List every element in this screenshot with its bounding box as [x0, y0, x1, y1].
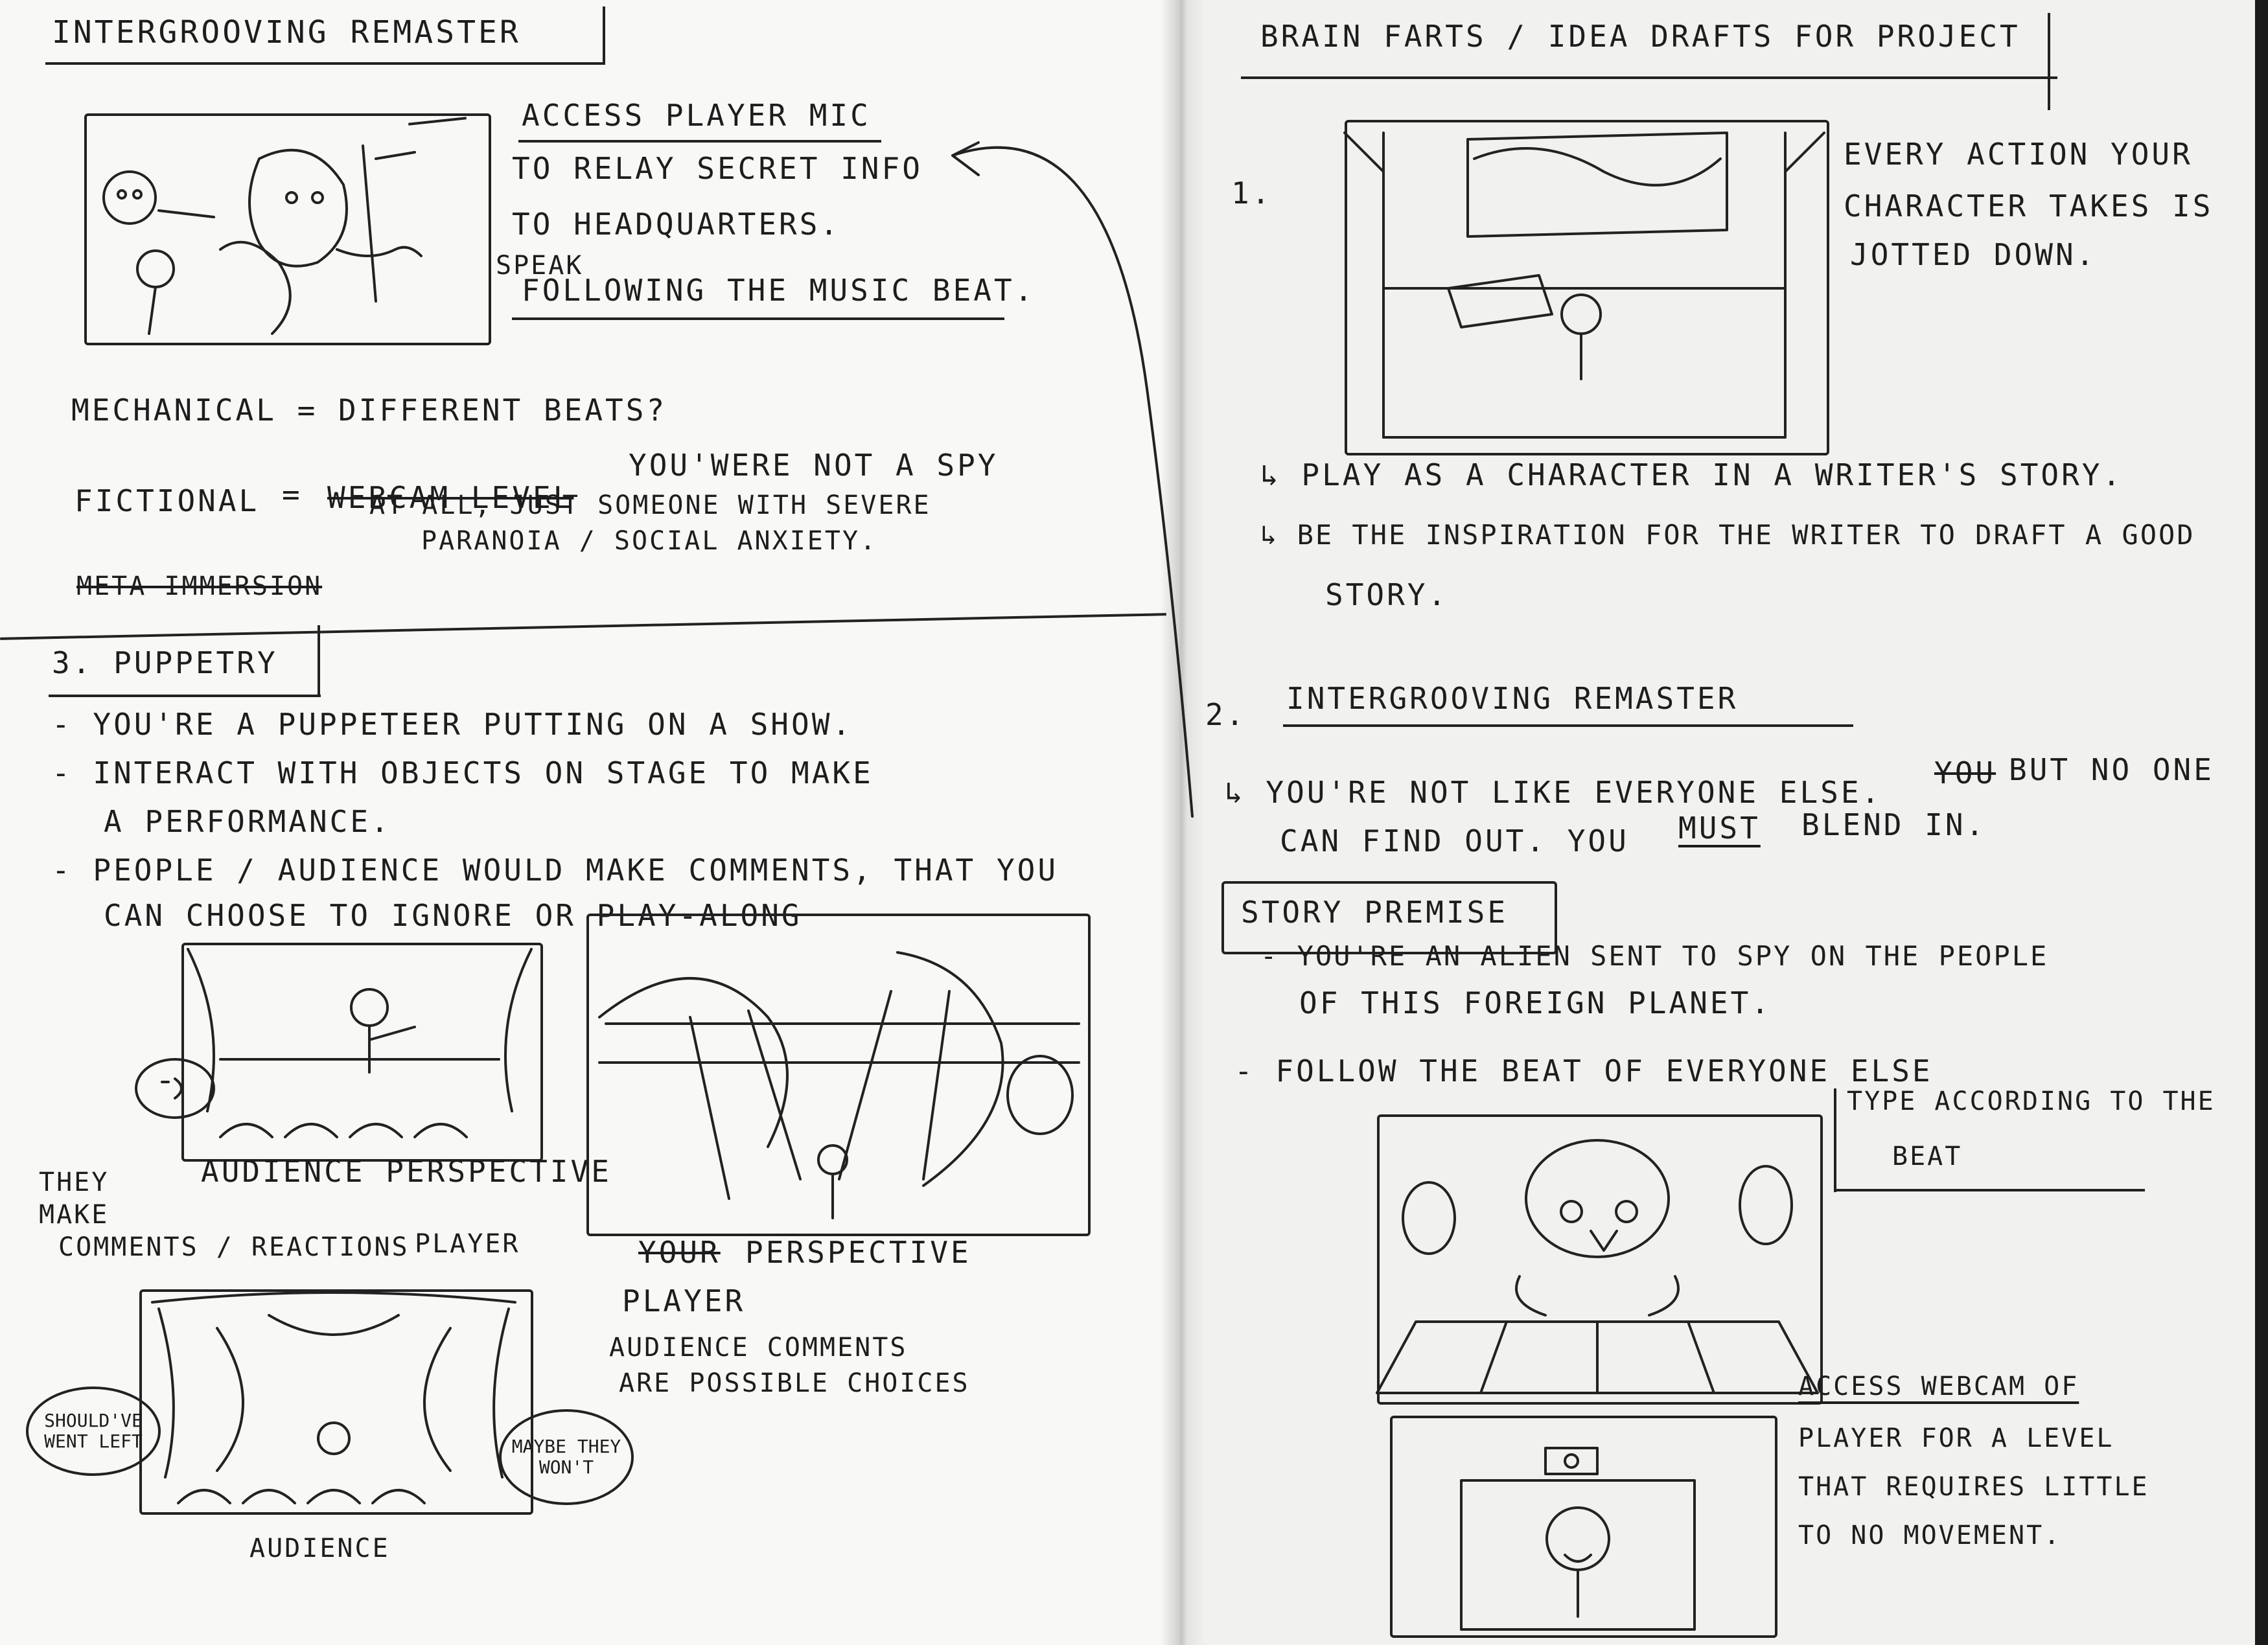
be-inspiration: ↳ BE THE INSPIRATION FOR THE WRITER TO D… [1260, 519, 2195, 551]
puppetry-title: 3. PUPPETRY [52, 645, 278, 680]
type-according-bracket [1834, 1088, 1836, 1192]
they-make-label-2: MAKE [39, 1200, 110, 1230]
spy-character-sketch [102, 144, 422, 335]
mic-note-line-4-underline [512, 317, 1004, 320]
audience-bubble-left-text: SHOULD'VE WENT LEFT [44, 1409, 143, 1452]
alien-line-1: - YOU'RE AN ALIEN SENT TO SPY ON THE PEO… [1260, 940, 2049, 972]
audience-perspective-label: AUDIENCE PERSPECTIVE [201, 1154, 612, 1189]
not-like-line-2a: CAN FIND OUT. YOU [1280, 823, 1629, 858]
every-action-line-2: CHARACTER TAKES IS [1844, 189, 2214, 224]
not-like-line-1b: BUT NO ONE [2009, 752, 2214, 787]
fictional-text-3: PARANOIA / SOCIAL ANXIETY. [421, 526, 878, 556]
every-action-line-1: EVERY ACTION YOUR [1844, 137, 2193, 172]
webcam-line-2: PLAYER FOR A LEVEL [1798, 1423, 2114, 1453]
player-label: PLAYER [415, 1229, 520, 1259]
audience-label: AUDIENCE [249, 1534, 390, 1563]
puppetry-title-box-right [318, 625, 320, 696]
mechanical-note: MECHANICAL = DIFFERENT BEATS? [71, 393, 667, 428]
type-according-line-1: TYPE ACCORDING TO THE [1847, 1087, 2216, 1116]
webcam-character-sketch [1460, 1447, 1696, 1631]
audience-bubble-left: SHOULD'VE WENT LEFT [26, 1386, 161, 1476]
mic-note-speak: SPEAK [496, 251, 584, 281]
not-like-struck: YOU [1934, 755, 1996, 790]
mic-note-line-1: ACCESS PLAYER MIC [522, 98, 871, 133]
left-notebook-page [0, 0, 1179, 1645]
player-perspective-sketch [586, 914, 1091, 1236]
connecting-arrow [951, 141, 1194, 818]
every-action-line-3: JOTTED DOWN. [1850, 237, 2097, 272]
webcam-line-3: THAT REQUIRES LITTLE [1798, 1472, 2149, 1502]
alien-line-2: OF THIS FOREIGN PLANET. [1299, 985, 1772, 1020]
webcam-sketch [1390, 1416, 1777, 1638]
they-make-label: THEY [39, 1168, 110, 1197]
left-page-title: INTERGROOVING REMASTER [52, 14, 521, 51]
your-struck-text: YOUR [638, 1235, 721, 1270]
idea-2-number: 2. [1205, 697, 1247, 732]
audience-bubble-right-text: MAYBE THEY WON'T [511, 1435, 621, 1478]
alien-character-sketch [1376, 1139, 1819, 1394]
right-page-title: BRAIN FARTS / IDEA DRAFTS FOR PROJECT [1260, 19, 2020, 54]
intergrooving-underline [1283, 724, 1853, 727]
not-like-must: MUST [1678, 811, 1761, 846]
puppetry-bullet-2b: A PERFORMANCE. [104, 804, 391, 839]
story-word: STORY. [1325, 577, 1449, 612]
type-according-line-2: BEAT [1892, 1142, 1963, 1171]
follow-beat: - FOLLOW THE BEAT OF EVERYONE ELSE [1234, 1053, 1933, 1088]
puppetry-bullet-2: - INTERACT WITH OBJECTS ON STAGE TO MAKE [52, 755, 874, 790]
perspective-label: PERSPECTIVE [745, 1235, 971, 1270]
mic-note-line-3: TO HEADQUARTERS. [512, 207, 841, 242]
right-title-divider [2048, 13, 2050, 110]
fictional-text-1: YOU'WERE NOT A SPY [629, 448, 999, 483]
writer-story-sketch [1345, 120, 1829, 455]
fictional-struck-text: WEBCAM LEVEL [327, 480, 574, 515]
audience-face-sketch [135, 1058, 215, 1119]
type-according-bracket-bottom [1834, 1189, 2145, 1191]
mic-note-line-2: TO RELAY SECRET INFO [512, 151, 923, 186]
webcam-line-1: ACCESS WEBCAM OF [1798, 1372, 2079, 1401]
puppetry-bullet-1: - YOU'RE A PUPPETEER PUTTING ON A SHOW. [52, 707, 853, 742]
webcam-line-4: TO NO MOVEMENT. [1798, 1521, 2062, 1550]
puppetry-title-box-bottom [49, 695, 321, 697]
title-underline [45, 62, 603, 65]
audience-comments-1: AUDIENCE COMMENTS [609, 1333, 908, 1363]
mic-note-line-4: FOLLOWING THE MUSIC BEAT. [522, 273, 1036, 308]
stage-curtains-sketch [151, 1291, 516, 1504]
story-premise-label: STORY PREMISE [1241, 895, 1509, 930]
right-title-underline [1241, 76, 2057, 79]
puppet-hands-sketch [598, 951, 1080, 1219]
fictional-text-2: AT ALL, JUST SOMEONE WITH SEVERE [369, 490, 931, 520]
comments-reactions-label: COMMENTS / REACTIONS [58, 1232, 410, 1262]
right-notebook-page [1179, 0, 2255, 1645]
player-perspective-label: PLAYER [622, 1283, 746, 1318]
story-premise-box [1221, 881, 1557, 954]
audience-stage-sketch [181, 943, 543, 1162]
title-divider [603, 6, 605, 65]
stage-puppet-sketch [187, 948, 533, 1138]
idea-1-number: 1. [1231, 176, 1273, 211]
not-like-line-2c: BLEND IN. [1801, 807, 1987, 842]
intergrooving-remaster-heading: INTERGROOVING REMASTER [1286, 681, 1739, 716]
mic-note-underline [518, 140, 881, 143]
puppetry-bullet-3: - PEOPLE / AUDIENCE WOULD MAKE COMMENTS,… [52, 853, 1059, 888]
not-like-line-1a: ↳ YOU'RE NOT LIKE EVERYONE ELSE. [1225, 775, 1882, 810]
mic-sketch-frame [84, 113, 491, 345]
meta-immersion-struck: META IMMERSION [76, 571, 323, 601]
fictional-equals: = [282, 477, 303, 512]
alien-typing-sketch [1377, 1114, 1823, 1405]
notebook-gutter [1160, 0, 1205, 1645]
audience-comments-2: ARE POSSIBLE CHOICES [619, 1368, 970, 1398]
room-character-sketch [1343, 132, 1825, 439]
audience-bubble-right: MAYBE THEY WON'T [499, 1409, 634, 1505]
fictional-label: FICTIONAL [75, 483, 260, 518]
notebook-edge [2255, 0, 2268, 1645]
play-as-character: ↳ PLAY AS A CHARACTER IN A WRITER'S STOR… [1260, 457, 2123, 492]
